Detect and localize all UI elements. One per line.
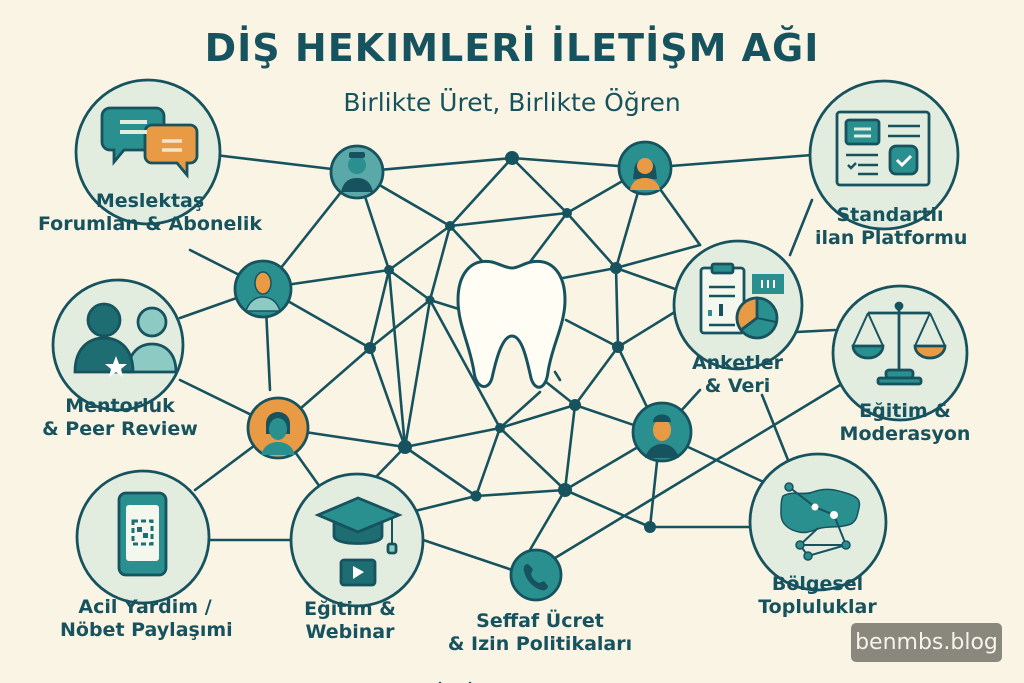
forums-label: Meslektaş Forumlan & Abonelik <box>30 190 270 236</box>
webinar-label: Eğitim & Webinar <box>295 598 405 644</box>
job-platform-circle <box>808 79 960 231</box>
job-platform-label-line1: Standartlı <box>836 204 944 226</box>
surveys-circle <box>672 239 804 371</box>
person-icon <box>341 152 373 192</box>
webinar-circle <box>289 472 425 608</box>
person-icon <box>630 158 660 190</box>
person-node-2 <box>617 140 673 196</box>
person-icon <box>261 412 295 455</box>
mentorship-label-line1: Mentorluk <box>65 395 175 417</box>
regional-label-line1: Bölgesel <box>771 573 864 595</box>
job-board-icon <box>835 110 931 187</box>
forums-label-line2: Forumlan & Abonelik <box>37 213 263 235</box>
person-icon <box>645 414 679 458</box>
tooth-icon <box>456 259 567 389</box>
pricing-label-line2: & Izin Politikaları <box>447 633 633 655</box>
person-node-4 <box>246 396 310 460</box>
scales-icon <box>851 301 947 386</box>
moderation-label-line1: Eğitim & <box>859 400 951 422</box>
pricing-label-line1: Seffaf Ücret <box>476 610 604 632</box>
regional-label-line2: Topluluklar <box>758 596 877 618</box>
forums-circle <box>74 78 222 226</box>
webinar-label-line1: Eğitim & <box>304 598 396 620</box>
job-platform-label-line2: ilan Platformu <box>815 227 968 249</box>
person-node-1 <box>329 144 385 200</box>
phone-qr-icon <box>117 491 168 577</box>
emergency-circle <box>75 469 211 605</box>
surveys-label: Anketler & Veri <box>685 352 790 398</box>
moderation-label: Eğitim & Moderasyon <box>835 400 975 446</box>
emergency-label-line1: Acil Yardim / <box>78 596 212 618</box>
chat-bubbles-icon <box>100 106 199 179</box>
emergency-label: Acil Yardim / Nöbet Paylaşımi <box>60 596 233 642</box>
surveys-label-line1: Anketler <box>691 352 784 374</box>
regional-label: Bölgesel Topluluklar <box>755 573 880 619</box>
person-icon <box>244 271 282 312</box>
graduation-cap-video-icon <box>314 496 403 587</box>
person-node-3 <box>233 259 293 319</box>
mentorship-label: Mentorluk & Peer Review <box>40 395 200 441</box>
job-platform-label: Standartlı ilan Platformu <box>815 204 968 250</box>
webinar-label-line2: Webinar <box>305 621 395 643</box>
forums-label-line1: Meslektaş <box>95 190 205 212</box>
mentorship-circle <box>51 278 185 412</box>
watermark-badge: benmbs.blog <box>851 623 1002 662</box>
page-subtitle: Birlikte Üret, Birlikte Öğren <box>343 88 681 117</box>
phone-icon <box>523 564 548 591</box>
pricing-label: Seffaf Ücret & Izin Politikaları <box>445 610 635 656</box>
mentorship-label-line2: & Peer Review <box>42 418 198 440</box>
moderation-circle <box>831 284 969 422</box>
mentor-users-icon <box>73 302 178 377</box>
person-node-5 <box>631 401 693 463</box>
network-junctions <box>364 151 656 533</box>
clipboard-chart-icon <box>699 262 784 340</box>
surveys-label-line2: & Veri <box>704 375 771 397</box>
page-title: DİŞ HEKIMLERİ İLETİŞM AĞI <box>204 26 820 70</box>
pricing-node <box>509 548 563 602</box>
moderation-label-line2: Moderasyon <box>839 423 971 445</box>
emergency-label-line2: Nöbet Paylaşımi <box>60 619 233 641</box>
turkey-map-icon <box>780 482 861 561</box>
regional-circle <box>748 452 888 592</box>
